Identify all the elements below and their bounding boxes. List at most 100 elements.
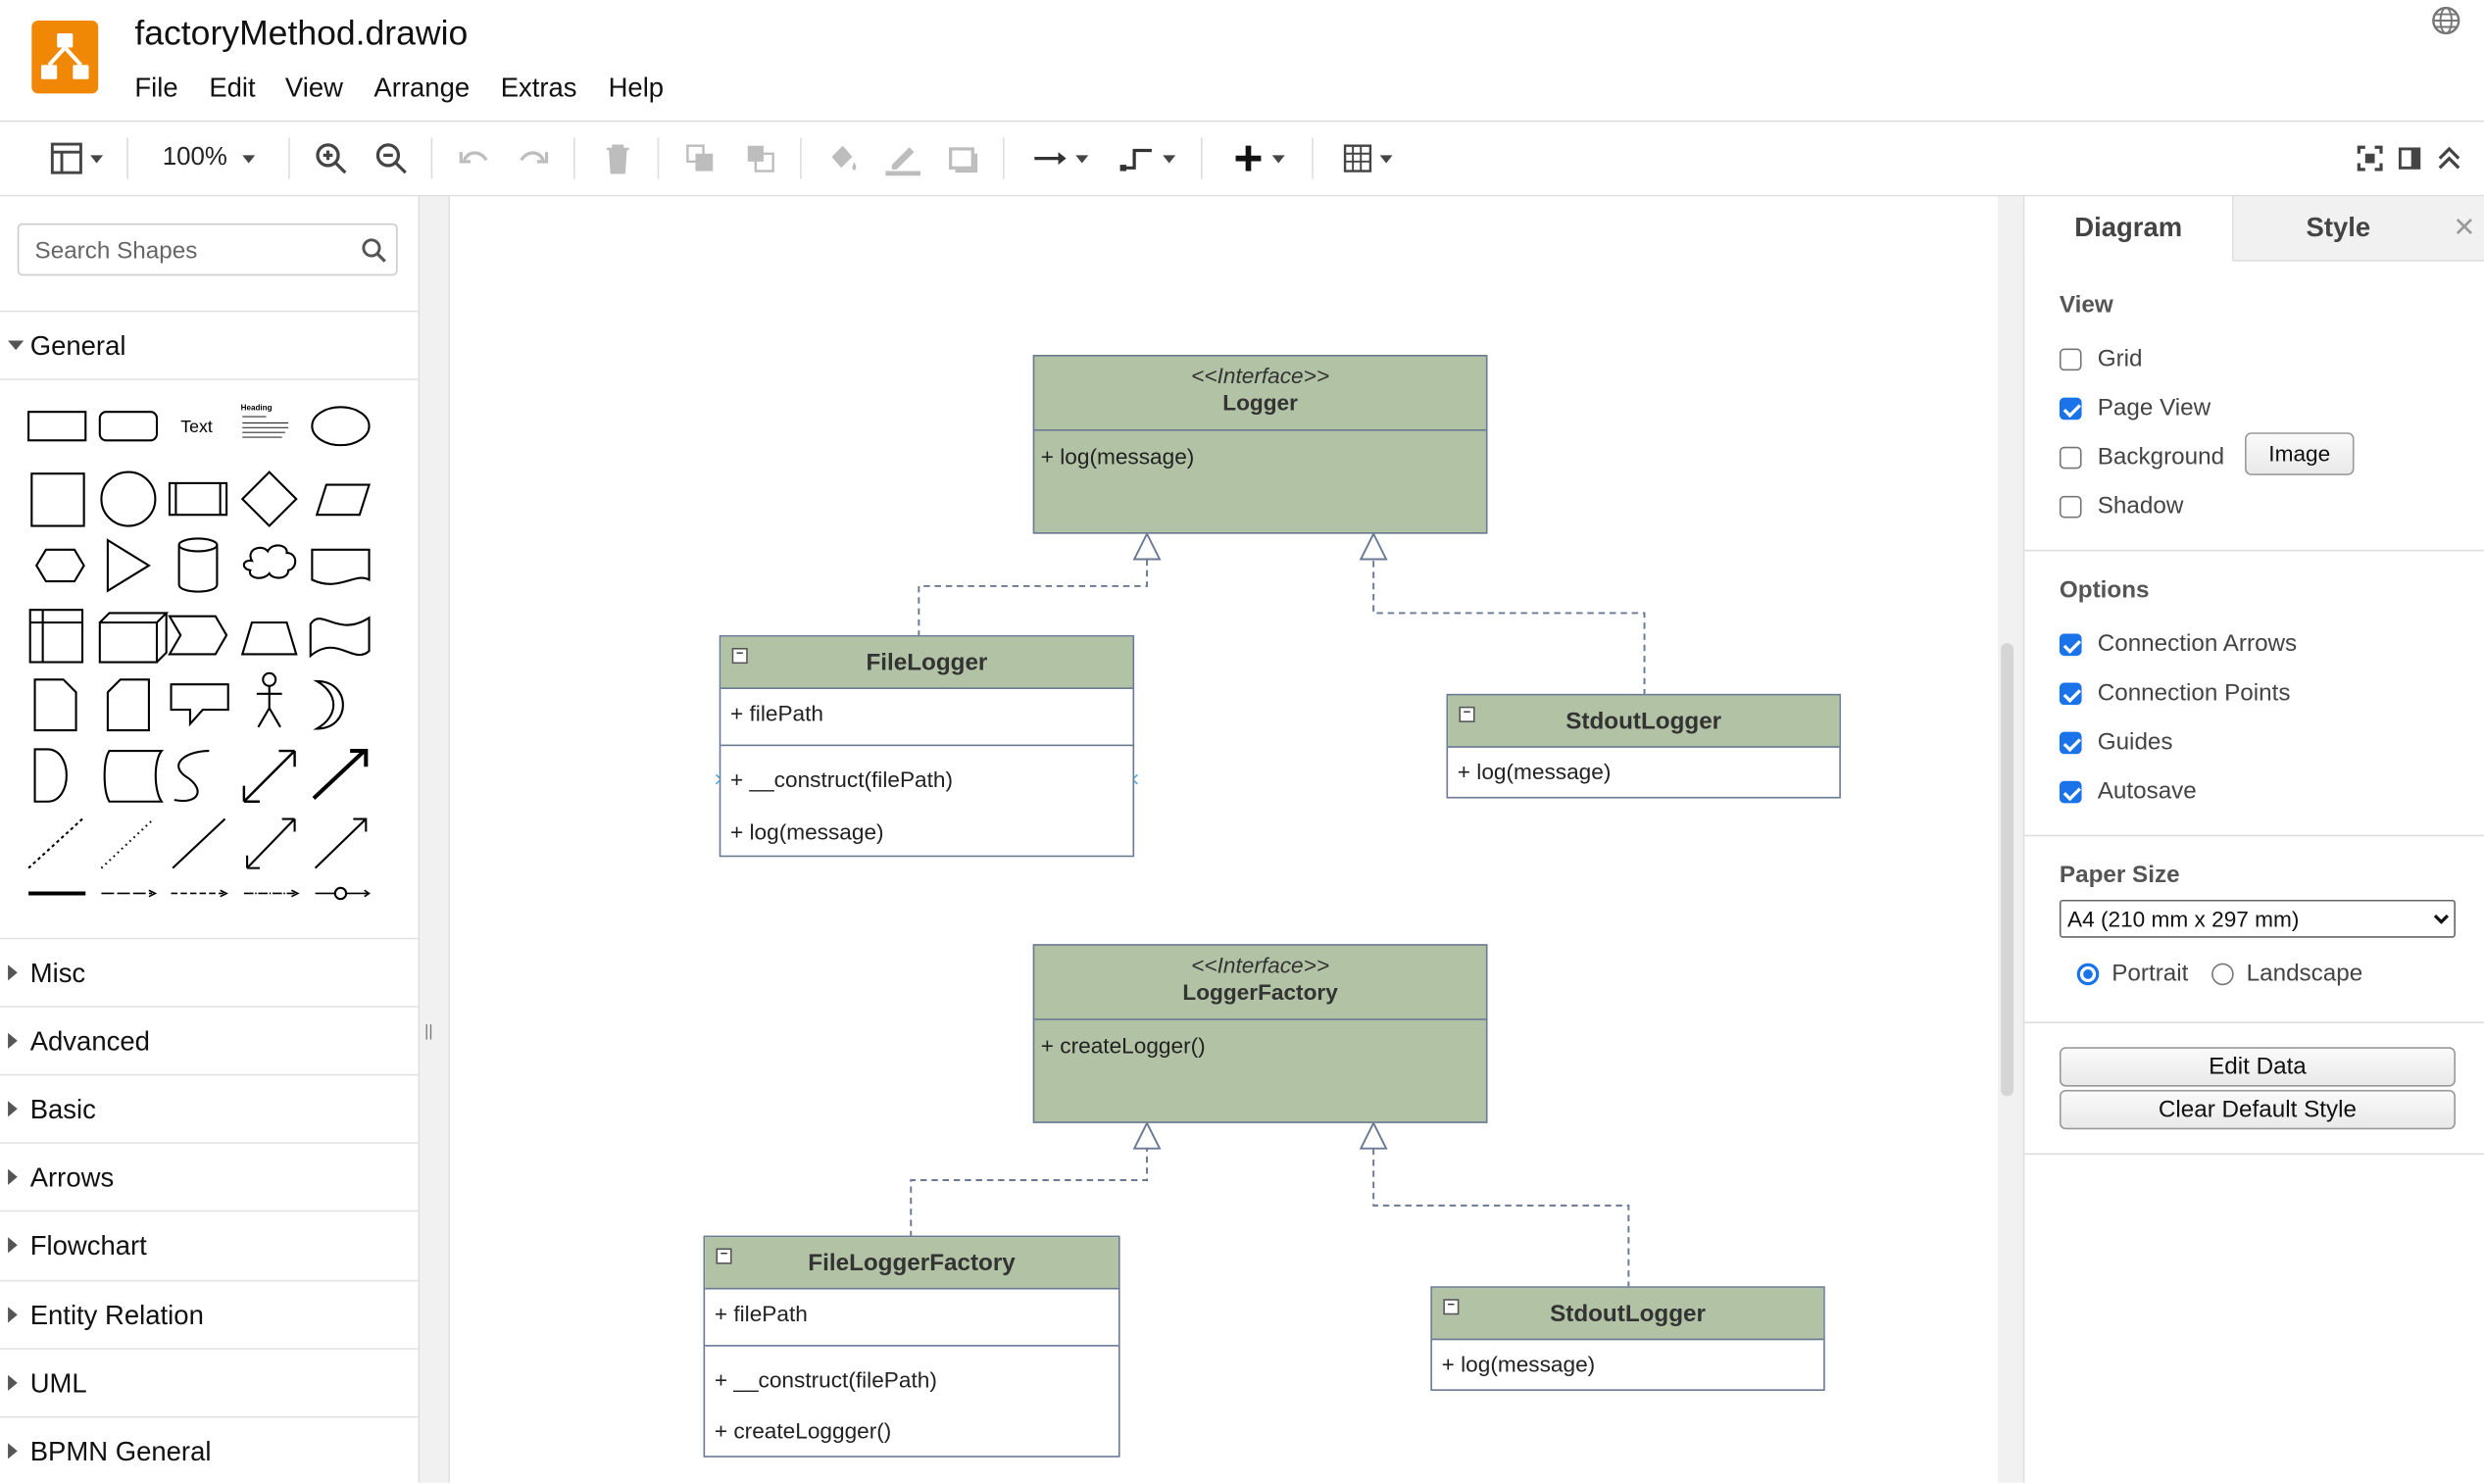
format-panel-button[interactable] — [41, 134, 111, 181]
section-uml[interactable]: UML — [0, 1348, 419, 1417]
zoom-in-button[interactable] — [311, 134, 352, 181]
uml-class-filelogger[interactable]: − FileLogger + filePath + __construct(fi… — [719, 635, 1135, 858]
menu-help[interactable]: Help — [608, 73, 665, 104]
sidebar-splitter-handle[interactable]: || — [424, 1023, 433, 1041]
connection-style-button[interactable] — [1025, 134, 1095, 181]
section-advanced[interactable]: Advanced — [0, 1006, 419, 1075]
rectangle-shape — [27, 411, 87, 442]
line-color-button[interactable] — [882, 134, 923, 181]
section-bpmn-general[interactable]: BPMN General — [0, 1415, 419, 1484]
uml-interface-loggerfactory[interactable]: <<Interface>> LoggerFactory + createLogg… — [1032, 944, 1488, 1123]
edit-data-button[interactable]: Edit Data — [2059, 1047, 2456, 1087]
portrait-radio[interactable]: Portrait — [2076, 960, 2188, 987]
autosave-checkbox-box[interactable] — [2059, 779, 2082, 803]
uml-interface-logger[interactable]: <<Interface>> Logger + log(message) — [1032, 355, 1488, 534]
zoom-value: 100% — [162, 144, 227, 172]
actor-shape — [256, 671, 282, 728]
landscape-radio[interactable]: Landscape — [2211, 960, 2362, 987]
language-globe-icon[interactable] — [2430, 5, 2461, 36]
waypoints-button[interactable] — [1113, 134, 1182, 181]
delete-button[interactable] — [597, 134, 638, 181]
section-entity-relation[interactable]: Entity Relation — [0, 1279, 419, 1350]
autosave-checkbox[interactable]: Autosave — [2059, 778, 2197, 805]
uml-class-fileloggerfactory[interactable]: − FileLoggerFactory + filePath + __const… — [703, 1235, 1120, 1458]
clear-default-style-button[interactable]: Clear Default Style — [2059, 1089, 2456, 1130]
landscape-radio-dot[interactable] — [2211, 962, 2234, 985]
method-row[interactable]: + createLoggger() — [714, 1417, 892, 1444]
general-shapes-palette[interactable]: Text Heading — [16, 393, 396, 915]
section-flowchart[interactable]: Flowchart — [0, 1210, 419, 1280]
uml-class-stdoutlogger-factory[interactable]: − StdoutLogger + log(message) — [1430, 1286, 1825, 1391]
background-image-button[interactable]: Image — [2245, 432, 2355, 475]
to-front-button[interactable] — [679, 134, 720, 181]
method-row[interactable]: + log(message) — [1441, 1351, 1596, 1377]
chevron-right-icon — [8, 1307, 18, 1323]
menu-arrange[interactable]: Arrange — [373, 73, 471, 104]
collapse-icon[interactable]: − — [716, 1248, 732, 1264]
document-title[interactable]: factoryMethod.drawio — [134, 12, 469, 53]
canvas-scrollbar[interactable] — [2001, 643, 2014, 1097]
section-misc[interactable]: Misc — [0, 937, 419, 1008]
collapse-button[interactable] — [2433, 134, 2464, 181]
method-row[interactable]: + __construct(filePath) — [714, 1366, 937, 1393]
shadow-button[interactable] — [943, 134, 984, 181]
undo-button[interactable] — [453, 134, 494, 181]
line-color-icon — [885, 147, 920, 176]
collapse-icon[interactable]: − — [1443, 1298, 1460, 1315]
background-checkbox[interactable]: Background — [2059, 444, 2224, 470]
collapse-icon[interactable]: − — [731, 647, 748, 665]
zoom-out-button[interactable] — [371, 134, 412, 181]
fullscreen-button[interactable] — [2355, 134, 2386, 181]
section-basic[interactable]: Basic — [0, 1073, 419, 1144]
menu-file[interactable]: File — [134, 73, 178, 104]
redo-button[interactable] — [514, 134, 555, 181]
guides-checkbox[interactable]: Guides — [2059, 728, 2173, 756]
connection-arrows-checkbox[interactable]: Connection Arrows — [2059, 630, 2297, 658]
portrait-radio-dot[interactable] — [2076, 962, 2100, 985]
shadow-checkbox[interactable]: Shadow — [2059, 493, 2183, 519]
connection-arrows-checkbox-box[interactable] — [2059, 632, 2082, 656]
menu-extras[interactable]: Extras — [500, 73, 577, 104]
connection-points-checkbox[interactable]: Connection Points — [2059, 679, 2290, 707]
format-toggle-button[interactable] — [2394, 134, 2425, 181]
close-icon[interactable]: ✕ — [2443, 196, 2484, 262]
table-button[interactable] — [1334, 134, 1401, 181]
menu-edit[interactable]: Edit — [209, 73, 256, 104]
guides-checkbox-box[interactable] — [2059, 730, 2082, 754]
app-header: factoryMethod.drawio File Edit View Arra… — [0, 0, 2484, 123]
grid-checkbox-box[interactable] — [2059, 347, 2082, 371]
page-view-checkbox[interactable]: Page View — [2059, 394, 2211, 421]
page-view-checkbox-box[interactable] — [2059, 396, 2082, 420]
search-shapes-box[interactable] — [17, 223, 398, 276]
background-checkbox-box[interactable] — [2059, 445, 2082, 469]
method-row[interactable]: + __construct(filePath) — [730, 767, 954, 793]
class-name: LoggerFactory — [1182, 978, 1338, 1005]
attribute-row[interactable]: + filePath — [730, 700, 823, 726]
uml-class-stdoutlogger[interactable]: − StdoutLogger + log(message) — [1446, 693, 1841, 799]
method-row[interactable]: + log(message) — [1457, 759, 1612, 784]
format-panel: Diagram Style ✕ View Grid Page View Back… — [2022, 196, 2484, 1483]
method-row[interactable]: + createLogger() — [1040, 1032, 1206, 1059]
section-general[interactable]: General — [0, 310, 419, 380]
shadow-checkbox-box[interactable] — [2059, 495, 2082, 518]
method-row[interactable]: + log(message) — [730, 818, 884, 845]
search-shapes-input[interactable] — [31, 235, 356, 267]
grid-checkbox[interactable]: Grid — [2059, 345, 2143, 372]
class-header: − StdoutLogger — [1448, 695, 1840, 748]
collapse-icon[interactable]: − — [1459, 706, 1475, 722]
method-row[interactable]: + log(message) — [1040, 443, 1195, 470]
attribute-row[interactable]: + filePath — [714, 1300, 808, 1326]
waypoints-icon — [1119, 148, 1152, 172]
tab-diagram[interactable]: Diagram — [2024, 196, 2234, 262]
zoom-dropdown[interactable]: 100% — [152, 134, 266, 181]
connection-points-checkbox-box[interactable] — [2059, 681, 2082, 705]
menu-view[interactable]: View — [284, 73, 343, 104]
tab-style[interactable]: Style — [2233, 196, 2444, 262]
search-icon[interactable] — [361, 237, 386, 263]
to-back-button[interactable] — [740, 134, 781, 181]
section-arrows[interactable]: Arrows — [0, 1142, 419, 1212]
paper-size-select[interactable]: A4 (210 mm x 297 mm) — [2059, 899, 2456, 938]
fill-color-button[interactable] — [822, 134, 864, 181]
class-header: − StdoutLogger — [1431, 1287, 1824, 1341]
insert-button[interactable] — [1223, 134, 1293, 181]
